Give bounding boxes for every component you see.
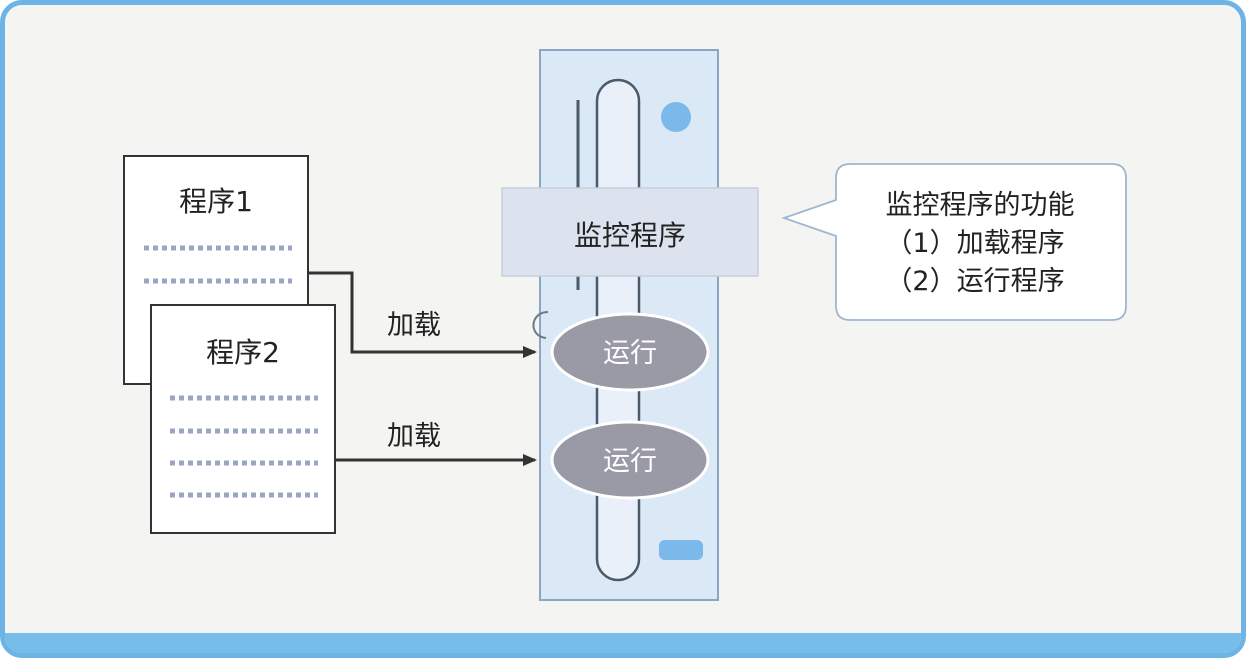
- hook-connector: [532, 311, 549, 339]
- monitor-program-label: 监控程序: [574, 219, 686, 252]
- program-document-2-title: 程序2: [206, 336, 280, 369]
- callout-item-2: （2）运行程序: [885, 266, 1064, 297]
- callout-item-1: （1）加载程序: [885, 228, 1064, 259]
- tower-button-icon: [659, 540, 703, 560]
- load-arrow-2-label: 加载: [387, 421, 441, 452]
- callout-title: 监控程序的功能: [886, 190, 1075, 221]
- frame-bottom-band: [5, 633, 1241, 653]
- run-label-2: 运行: [603, 446, 657, 477]
- monitor-program-box: 监控程序: [501, 187, 759, 277]
- load-arrow-1-label: 加载: [387, 310, 441, 341]
- callout-bubble: 监控程序的功能 （1）加载程序 （2）运行程序: [781, 163, 1127, 321]
- run-ellipse-1: 运行: [550, 312, 710, 392]
- program-document-2: 程序2: [150, 304, 336, 534]
- run-label-1: 运行: [603, 338, 657, 369]
- power-light-icon: [661, 102, 691, 132]
- load-arrow-1: [308, 271, 537, 358]
- program-document-1-title: 程序1: [179, 185, 253, 218]
- run-ellipse-2: 运行: [550, 420, 710, 500]
